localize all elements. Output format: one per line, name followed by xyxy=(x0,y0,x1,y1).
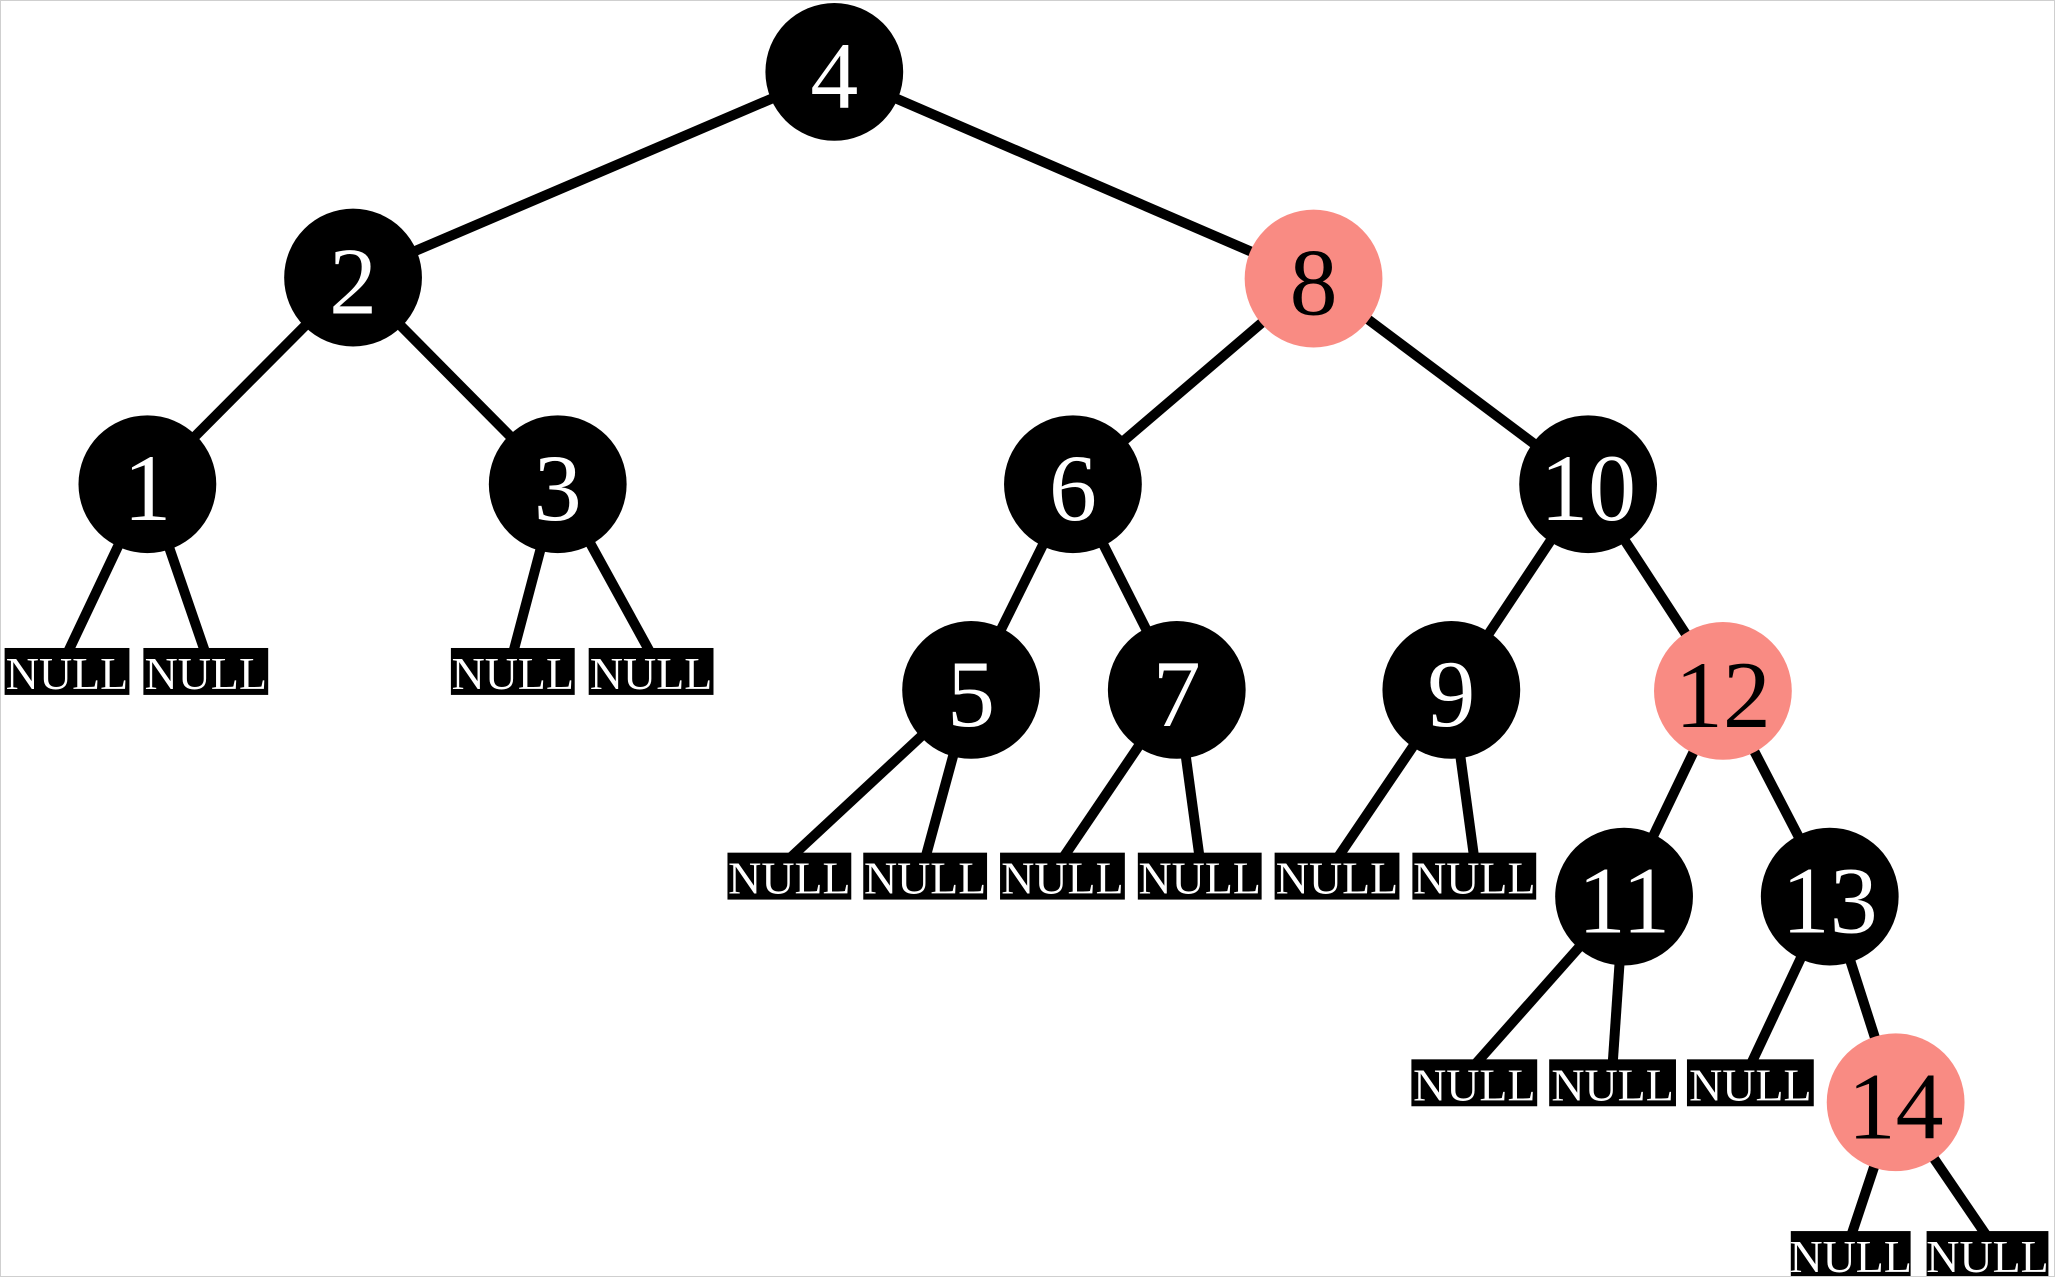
null-leaf-label: NULL xyxy=(1139,853,1261,904)
null-leaf-n13L: NULL xyxy=(1686,1059,1814,1110)
null-leaf-box xyxy=(1549,1059,1676,1107)
null-leaf-label: NULL xyxy=(864,853,986,904)
null-leaf-label: NULL xyxy=(590,648,712,699)
null-leaf-label: NULL xyxy=(1689,1059,1811,1110)
tree-node-11: 11 xyxy=(1555,827,1693,966)
null-leaf-box xyxy=(4,647,130,695)
null-leaf-label: NULL xyxy=(452,648,574,699)
tree-edge-4-8 xyxy=(832,67,1316,284)
tree-node-9: 9 xyxy=(1382,621,1521,759)
node-label: 2 xyxy=(329,229,377,335)
null-leaf-label: NULL xyxy=(1276,853,1398,904)
null-leaf-label: NULL xyxy=(1413,853,1535,904)
null-leaf-n1L: NULL xyxy=(4,647,130,699)
null-leaf-n5L: NULL xyxy=(727,852,852,904)
null-leaf-label: NULL xyxy=(1790,1231,1912,1276)
null-leaf-box xyxy=(1000,852,1125,900)
node-label: 7 xyxy=(1153,641,1201,747)
null-leaf-box xyxy=(863,852,988,900)
node-circle-black xyxy=(765,2,904,141)
null-leaf-n5R: NULL xyxy=(863,852,988,904)
node-circle-black xyxy=(902,621,1040,759)
node-label: 3 xyxy=(534,435,582,541)
null-leaf-box xyxy=(727,852,852,900)
null-leaf-label: NULL xyxy=(1413,1059,1535,1110)
null-leaf-n7R: NULL xyxy=(1137,852,1262,904)
node-circle-black xyxy=(78,415,217,554)
null-leaf-box xyxy=(1790,1231,1911,1276)
node-label: 4 xyxy=(810,23,858,129)
node-circle-red xyxy=(1244,209,1383,348)
tree-node-2: 2 xyxy=(284,208,422,347)
null-leaf-n9R: NULL xyxy=(1412,852,1537,904)
null-leaf-label: NULL xyxy=(1926,1231,2048,1276)
null-leaf-n11L: NULL xyxy=(1411,1059,1538,1110)
tree-node-8: 8 xyxy=(1244,209,1383,348)
null-leaf-box xyxy=(1274,852,1400,900)
null-leaf-n9L: NULL xyxy=(1274,852,1400,904)
null-leaf-box xyxy=(143,647,269,695)
node-label: 11 xyxy=(1578,848,1670,954)
tree-node-6: 6 xyxy=(1004,415,1142,554)
null-leaf-n1R: NULL xyxy=(143,647,269,699)
tree-node-4: 4 xyxy=(765,2,904,141)
tree-node-5: 5 xyxy=(902,621,1040,759)
tree-node-7: 7 xyxy=(1107,621,1246,759)
tree-node-10: 10 xyxy=(1519,415,1658,554)
node-circle-black xyxy=(1004,415,1142,554)
tree-node-3: 3 xyxy=(488,415,627,554)
tree-node-12: 12 xyxy=(1654,622,1792,760)
tree-edge-4-2 xyxy=(351,67,837,283)
null-leaf-box xyxy=(1411,1059,1538,1107)
null-leaf-label: NULL xyxy=(145,648,267,699)
node-label: 14 xyxy=(1848,1053,1944,1159)
null-leaf-box xyxy=(1137,852,1262,900)
null-leaves-layer: NULL NULL NULL NULL NULL NULL NULL NULL NULL NULL… xyxy=(4,647,2049,1276)
null-leaf-label: NULL xyxy=(6,648,128,699)
null-leaf-label: NULL xyxy=(1001,853,1123,904)
tree-node-1: 1 xyxy=(78,415,217,554)
node-circle-black xyxy=(1555,827,1693,966)
null-leaf-n14L: NULL xyxy=(1790,1231,1912,1276)
node-label: 8 xyxy=(1290,230,1338,336)
node-label: 10 xyxy=(1540,435,1636,541)
node-circle-black xyxy=(488,415,627,554)
node-label: 13 xyxy=(1782,848,1878,954)
null-leaf-n11R: NULL xyxy=(1549,1059,1676,1110)
node-circle-black xyxy=(284,208,422,347)
node-circle-black xyxy=(1519,415,1658,554)
node-label: 1 xyxy=(123,435,171,541)
null-leaf-n14R: NULL xyxy=(1926,1231,2049,1276)
null-leaf-box xyxy=(1926,1231,2049,1276)
tree-node-14: 14 xyxy=(1826,1033,1965,1172)
null-leaf-box xyxy=(1686,1059,1814,1107)
node-label: 12 xyxy=(1675,642,1771,748)
null-leaf-n3R: NULL xyxy=(588,647,714,699)
node-label: 9 xyxy=(1427,641,1475,747)
null-leaf-n7L: NULL xyxy=(1000,853,1125,904)
null-leaf-label: NULL xyxy=(728,853,850,904)
null-leaf-box xyxy=(1412,852,1537,900)
node-circle-black xyxy=(1760,827,1899,966)
tree-node-13: 13 xyxy=(1760,827,1899,966)
node-circle-black xyxy=(1382,621,1521,759)
node-circle-red xyxy=(1654,622,1792,760)
node-label: 5 xyxy=(947,641,995,747)
node-circle-black xyxy=(1107,621,1246,759)
null-leaf-n3L: NULL xyxy=(450,647,575,699)
node-label: 6 xyxy=(1049,435,1097,541)
null-leaf-label: NULL xyxy=(1551,1059,1673,1110)
null-leaf-box xyxy=(450,647,575,695)
null-leaf-box xyxy=(588,647,714,695)
node-circle-red xyxy=(1826,1033,1965,1172)
